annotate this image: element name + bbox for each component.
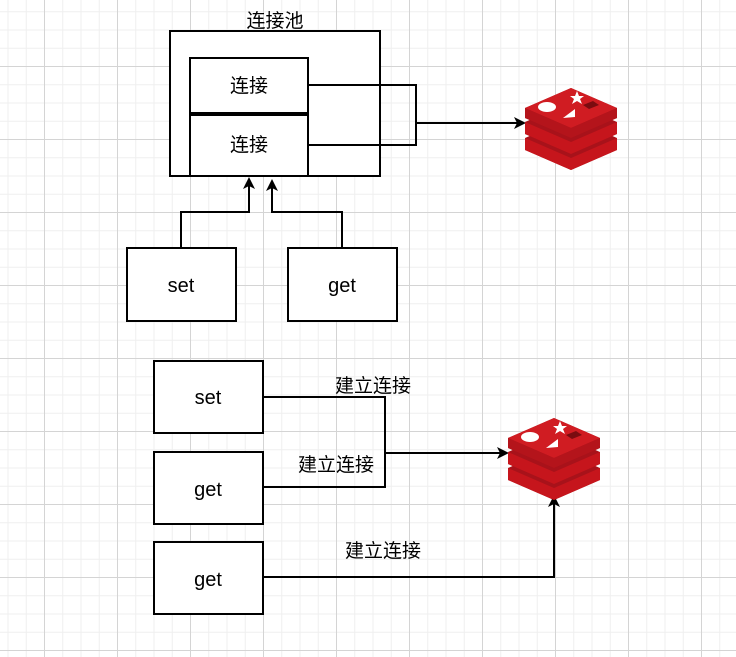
client-get-bottom-2-box[interactable] <box>153 541 264 615</box>
edge-get-to-pool <box>266 179 343 248</box>
client-get-bottom-1-box[interactable] <box>153 451 264 525</box>
edge-connection-1-to-redis <box>308 84 417 123</box>
edge-get-2-to-redis <box>263 495 560 578</box>
client-set-bottom[interactable]: set <box>153 360 264 434</box>
edge-connection-2-to-redis <box>308 123 417 146</box>
client-get-top[interactable]: get <box>287 247 398 322</box>
client-get-bottom-2-label: get <box>194 569 222 591</box>
connection-1[interactable]: 连接 <box>189 57 309 114</box>
client-get-top-box[interactable] <box>287 247 398 322</box>
connection-pool-title: 连接池 <box>246 10 303 32</box>
edge-label-get-1: 建立连接 <box>298 454 374 476</box>
client-set-bottom-box[interactable] <box>153 360 264 434</box>
redis-icon-bottom <box>508 418 600 500</box>
client-set-top[interactable]: set <box>126 247 237 322</box>
client-get-bottom-1[interactable]: get <box>153 451 264 525</box>
connection-1-box[interactable] <box>189 57 309 114</box>
edge-get-1-to-redis <box>263 453 386 488</box>
redis-icon <box>525 88 617 170</box>
connection-1-label: 连接 <box>230 75 268 97</box>
connection-2-label: 连接 <box>230 134 268 156</box>
edge-set-to-pool <box>180 177 255 248</box>
connection-2[interactable]: 连接 <box>189 114 309 177</box>
edge-label-set: 建立连接 <box>335 375 411 397</box>
client-set-bottom-label: set <box>195 387 222 409</box>
edge-label-get-2: 建立连接 <box>345 540 421 562</box>
client-get-bottom-1-label: get <box>194 479 222 501</box>
client-set-top-label: set <box>168 275 195 297</box>
edge-set-to-redis <box>263 396 386 453</box>
client-get-bottom-2[interactable]: get <box>153 541 264 615</box>
client-get-top-label: get <box>328 275 356 297</box>
